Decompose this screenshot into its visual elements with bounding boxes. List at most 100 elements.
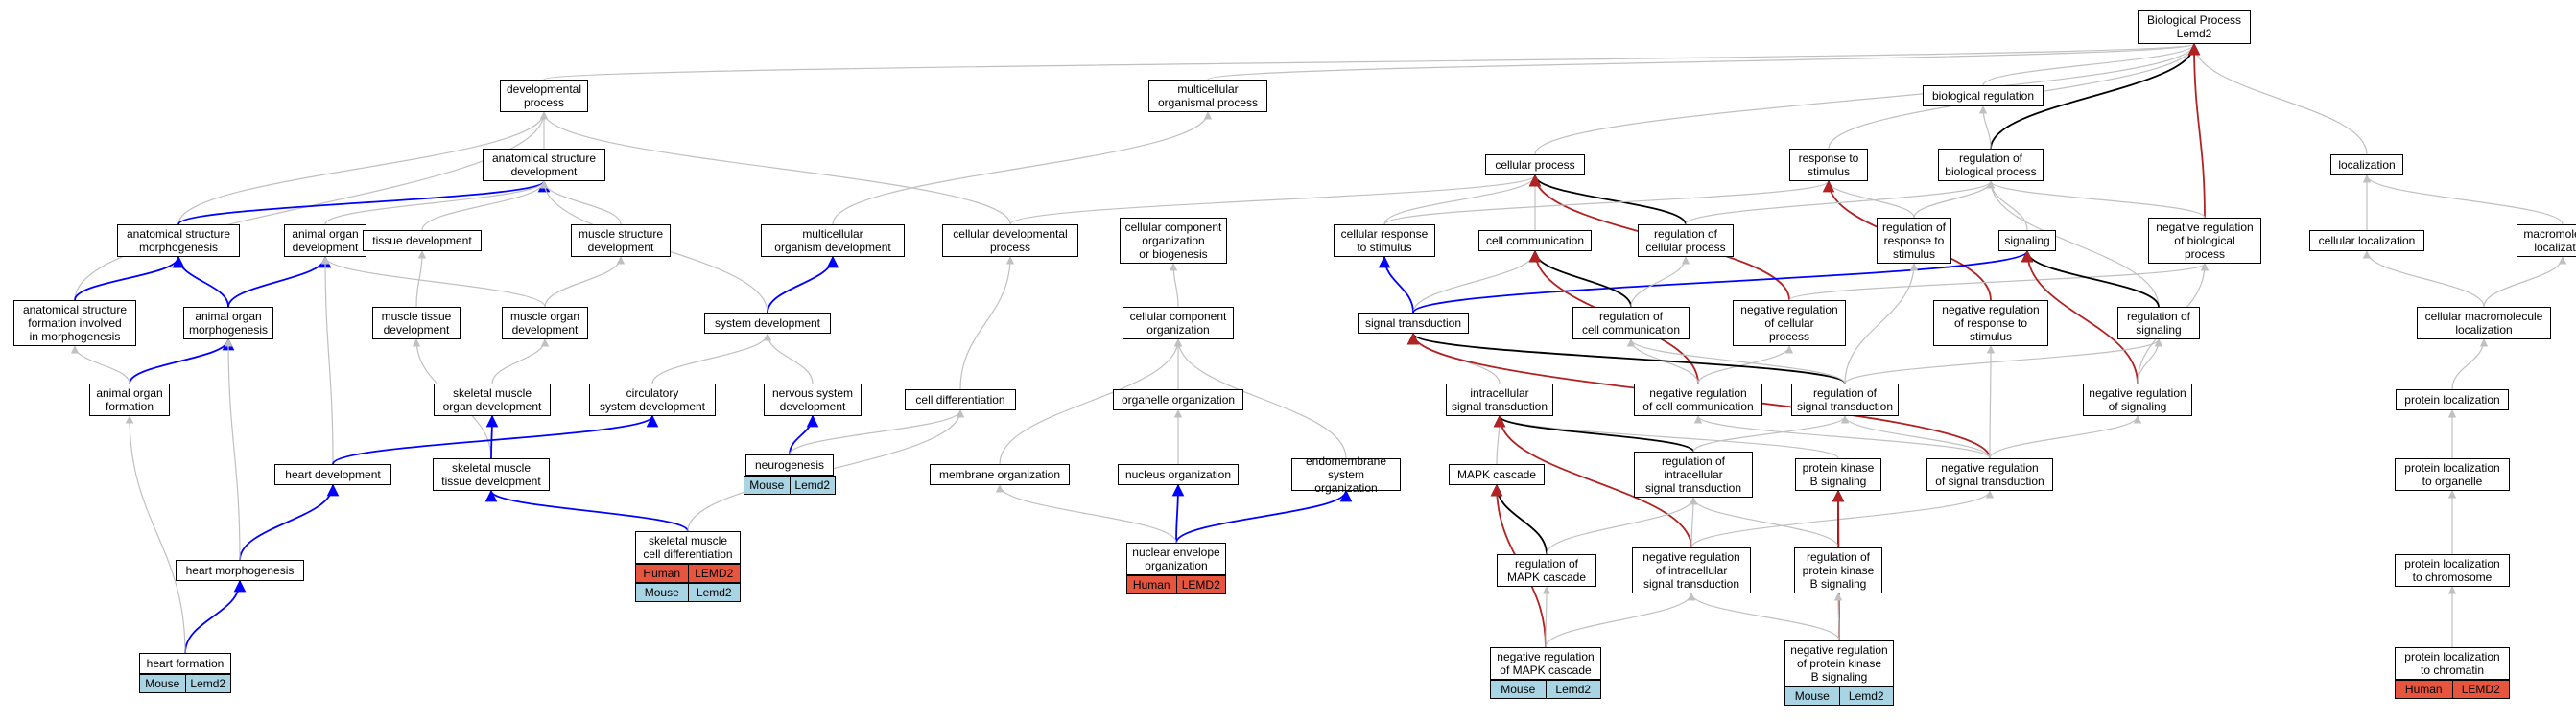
edge-is-a: [320, 256, 546, 308]
go-term-aomorph[interactable]: animal organ morphogenesis: [183, 307, 273, 339]
edge-is-a: [491, 338, 550, 384]
go-term-neurogen[interactable]: neurogenesis: [745, 454, 834, 476]
go-term-mustiss[interactable]: muscle tissue development: [372, 307, 461, 339]
go-term-ccorg[interactable]: cellular component organization: [1123, 307, 1234, 339]
edge-is-a: [1169, 263, 1179, 308]
go-term-orgorg[interactable]: organelle organization: [1113, 389, 1243, 410]
badge-species: Human: [1132, 578, 1170, 592]
go-term-sigtrans[interactable]: signal transduction: [1358, 313, 1469, 334]
go-term-regsig[interactable]: regulation of signaling: [2117, 307, 2200, 339]
go-term-negregsigtrans[interactable]: negative regulation of signal transducti…: [1926, 458, 2053, 491]
go-term-pkb[interactable]: protein kinase B signaling: [1795, 458, 1881, 491]
go-term-mapk[interactable]: MAPK cascade: [1449, 464, 1545, 485]
edge-is-a: [763, 333, 814, 384]
go-term-cellproc[interactable]: cellular process: [1485, 154, 1585, 175]
edge-part-of: [789, 414, 819, 455]
go-term-biolreg[interactable]: biological regulation: [1923, 85, 2044, 106]
edge-is-a: [1840, 415, 1991, 459]
go-term-macloc[interactable]: macromolecule localization: [2517, 224, 2576, 257]
go-term-skmorg[interactable]: skeletal muscle organ development: [434, 384, 551, 416]
edge-negatively-regulates: [1493, 414, 1692, 548]
go-term-negregintra[interactable]: negative regulation of intracellular sig…: [1632, 547, 1751, 593]
go-term-regcellproc[interactable]: regulation of cellular process: [1638, 224, 1734, 257]
go-term-tissdev[interactable]: tissue development: [363, 230, 482, 251]
badge-gene: LEMD2: [1175, 576, 1226, 593]
go-term-protloccrm[interactable]: protein localization to chromatin: [2395, 647, 2510, 680]
edge-is-a: [2362, 174, 2564, 225]
go-term-aoform[interactable]: animal organ formation: [89, 384, 170, 416]
go-term-bp[interactable]: Biological Process Lemd2: [2138, 10, 2251, 44]
go-term-regresp[interactable]: regulation of response to stimulus: [1877, 218, 1951, 264]
go-term-negregsig[interactable]: negative regulation of signaling: [2083, 384, 2192, 416]
go-term-cmloc[interactable]: cellular macromolecule localization: [2417, 307, 2551, 339]
go-term-intrasig[interactable]: intracellular signal transduction: [1446, 384, 1553, 416]
go-term-regsigtrans[interactable]: regulation of signal transduction: [1791, 384, 1899, 416]
edge-regulates: [1406, 332, 1846, 384]
go-term-circ[interactable]: circulatory system development: [589, 384, 716, 416]
go-term-memorg[interactable]: membrane organization: [930, 464, 1070, 485]
go-term-signaling[interactable]: signaling: [1998, 230, 2056, 251]
go-term-heartmorph[interactable]: heart morphogenesis: [176, 560, 304, 581]
go-term-heartdev[interactable]: heart development: [274, 464, 391, 485]
go-term-regintra[interactable]: regulation of intracellular signal trans…: [1634, 452, 1753, 498]
annotation-badge-human: Human LEMD2: [1126, 575, 1226, 594]
go-term-sysdev[interactable]: system development: [704, 313, 831, 334]
edge-is-a: [1824, 180, 1915, 219]
go-term-musorg[interactable]: muscle organ development: [502, 307, 588, 339]
edge-is-a: [1173, 338, 1347, 459]
go-term-regmapk[interactable]: regulation of MAPK cascade: [1497, 554, 1596, 587]
go-term-aodev[interactable]: animal organ development: [284, 224, 366, 257]
edge-part-of: [1171, 483, 1185, 544]
edge-is-a: [1986, 180, 2206, 219]
go-term-protlocorg[interactable]: protein localization to organelle: [2395, 458, 2510, 491]
go-term-heartform[interactable]: heart formation: [139, 653, 231, 674]
badge-species: Human: [643, 567, 681, 580]
go-term-negregpkb[interactable]: negative regulation of protein kinase B …: [1784, 640, 1894, 686]
go-term-nervous[interactable]: nervous system development: [764, 384, 862, 416]
go-term-nucorg[interactable]: nucleus organization: [1118, 464, 1239, 485]
go-term-resp[interactable]: response to stimulus: [1789, 149, 1868, 181]
go-term-negregcellcomm[interactable]: negative regulation of cell communicatio…: [1634, 384, 1762, 416]
go-term-endomem[interactable]: endomembrane system organization: [1291, 454, 1401, 495]
go-term-protlocchr[interactable]: protein localization to chromosome: [2395, 554, 2510, 587]
go-term-regpkb[interactable]: regulation of protein kinase B signaling: [1794, 547, 1882, 593]
edge-part-of: [129, 337, 235, 384]
go-term-asmorph[interactable]: anatomical structure morphogenesis: [117, 224, 240, 257]
go-term-mcodev[interactable]: multicellular organism development: [761, 224, 905, 257]
edge-is-a: [1844, 263, 1919, 384]
go-term-nucenv[interactable]: nuclear envelope organization: [1126, 543, 1226, 575]
edge-is-a: [789, 409, 965, 455]
go-term-celldiff[interactable]: cell differentiation: [905, 389, 1016, 410]
go-term-local[interactable]: localization: [2330, 154, 2403, 175]
badge-gene: Lemd2: [687, 584, 741, 601]
go-term-multorg[interactable]: multicellular organismal process: [1148, 80, 1267, 112]
go-term-musstr[interactable]: muscle structure development: [571, 224, 671, 257]
edge-is-a: [2451, 338, 2489, 390]
edge-is-a: [415, 250, 427, 308]
edge-is-a: [320, 256, 334, 465]
go-term-asfim[interactable]: anatomical structure formation involved …: [13, 300, 136, 346]
go-term-cellcomm[interactable]: cell communication: [1478, 230, 1592, 251]
edge-is-a: [2189, 43, 2368, 155]
go-term-regcellcomm[interactable]: regulation of cell communication: [1572, 307, 1690, 339]
badge-gene: Lemd2: [789, 477, 836, 494]
badge-species: Mouse: [1794, 689, 1830, 703]
go-term-cellresp[interactable]: cellular response to stimulus: [1334, 224, 1435, 257]
go-term-skmcd[interactable]: skeletal muscle cell differentiation: [635, 531, 741, 564]
go-term-skmtiss[interactable]: skeletal muscle tissue development: [433, 458, 550, 491]
go-term-devproc[interactable]: developmental process: [500, 80, 588, 112]
go-term-ccob[interactable]: cellular component organization or bioge…: [1120, 218, 1227, 264]
go-term-celldevproc[interactable]: cellular developmental process: [942, 224, 1078, 257]
go-term-negregbio[interactable]: negative regulation of biological proces…: [2148, 218, 2261, 264]
go-term-protloc[interactable]: protein localization: [2396, 389, 2509, 410]
go-term-negregresp[interactable]: negative regulation of response to stimu…: [1933, 300, 2048, 346]
go-term-negregcell[interactable]: negative regulation of cellular process: [1733, 300, 1846, 346]
edge-is-a: [995, 484, 1177, 544]
go-term-cellloc[interactable]: cellular localization: [2309, 230, 2424, 251]
go-term-negregmapk[interactable]: negative regulation of MAPK cascade: [1490, 647, 1601, 680]
edge-part-of: [767, 255, 839, 314]
go-term-regbio[interactable]: regulation of biological process: [1938, 149, 2044, 181]
go-term-anatdev[interactable]: anatomical structure development: [483, 149, 605, 181]
edge-part-of: [227, 255, 332, 308]
